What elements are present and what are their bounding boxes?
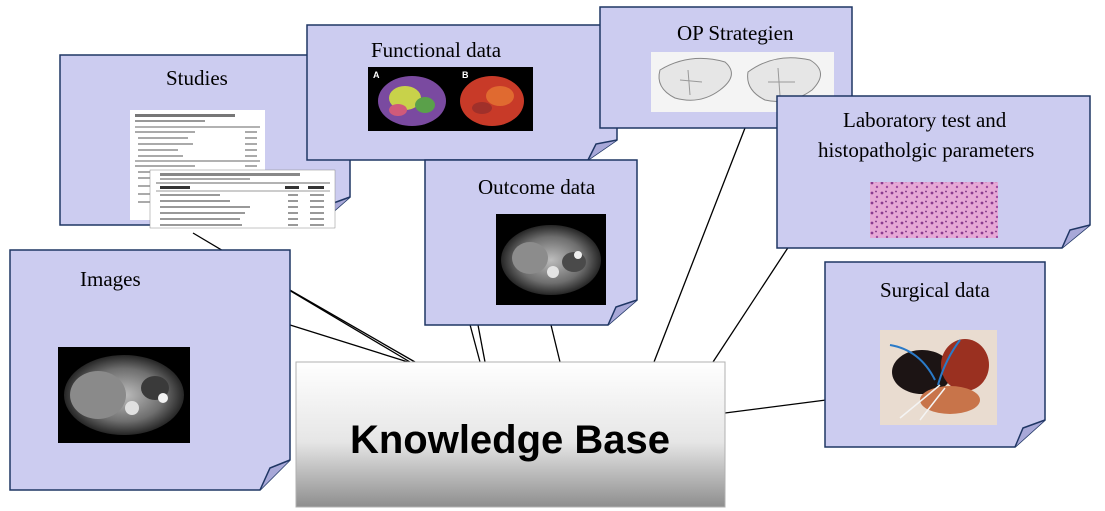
note-functional-label: Functional data (371, 38, 502, 62)
connector-op (653, 127, 746, 363)
note-studies-label: Studies (166, 66, 228, 90)
liver-drawing-image (651, 52, 834, 112)
note-images[interactable]: Images (9, 249, 291, 491)
note-op-label: OP Strategien (677, 21, 794, 45)
panel-a-label: A (373, 70, 380, 80)
knowledge-base-box[interactable]: Knowledge Base (295, 361, 726, 508)
note-images-label: Images (80, 267, 141, 291)
note-studies[interactable]: Studies (59, 54, 351, 229)
connector-lab (712, 239, 794, 363)
note-lab-label-line1: Laboratory test and (843, 108, 1007, 132)
connector-surgical (724, 399, 827, 414)
note-outcome-label: Outcome data (478, 175, 596, 199)
connector-outcome-b (550, 324, 561, 363)
outcome-ct-image (496, 214, 606, 305)
functional-mri-image: A B (368, 67, 533, 131)
note-lab[interactable]: Laboratory test and histopatholgic param… (776, 95, 1091, 249)
study-table-2 (149, 169, 336, 229)
ct-scan-image (58, 347, 190, 443)
note-outcome[interactable]: Outcome data (424, 159, 638, 326)
note-lab-label-line2: histopatholgic parameters (818, 138, 1034, 162)
note-surgical[interactable]: Surgical data (824, 261, 1046, 448)
surgery-photo (880, 330, 997, 425)
histology-image (870, 182, 998, 238)
note-functional[interactable]: Functional data A B (306, 24, 618, 161)
knowledge-base-label: Knowledge Base (350, 418, 670, 462)
panel-b-label: B (462, 70, 469, 80)
note-surgical-label: Surgical data (880, 278, 991, 302)
connector-outcome-a (477, 324, 486, 363)
